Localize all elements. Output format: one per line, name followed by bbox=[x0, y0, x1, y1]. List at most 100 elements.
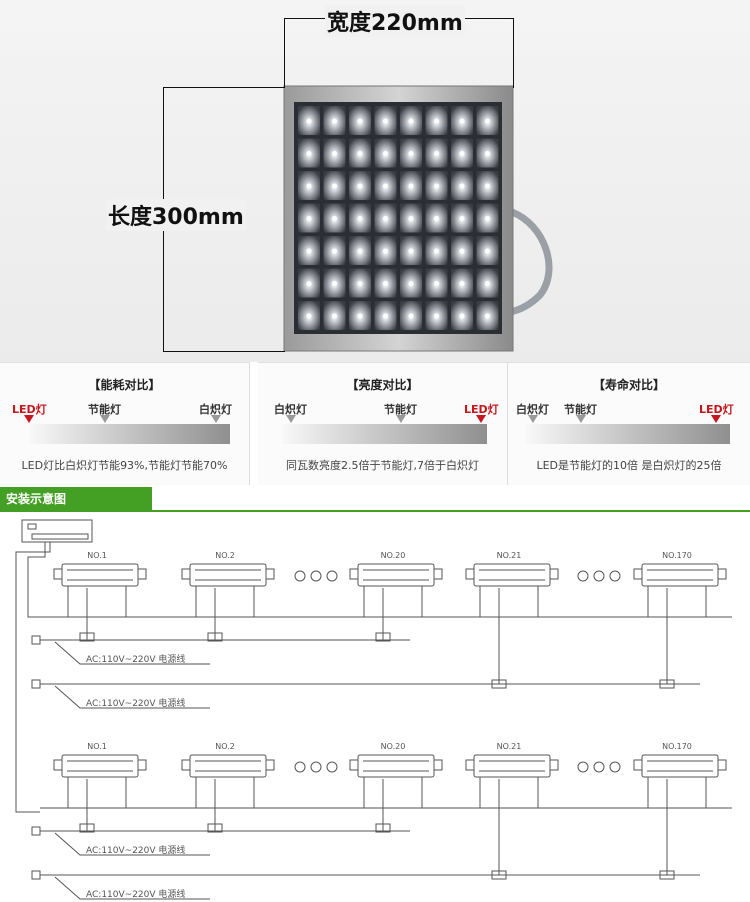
marker-triangle bbox=[576, 415, 586, 423]
signal-wire bbox=[705, 586, 732, 618]
led-chip bbox=[306, 313, 312, 319]
lamp-number: NO.21 bbox=[497, 742, 522, 751]
controller-indicator bbox=[27, 523, 37, 530]
ellipsis-dot bbox=[609, 761, 621, 773]
lamp-number: NO.21 bbox=[497, 551, 522, 560]
signal-wire bbox=[630, 586, 649, 618]
lamp-bracket bbox=[717, 759, 727, 771]
led-chip bbox=[357, 281, 363, 286]
led-chip bbox=[408, 248, 414, 254]
t-connector bbox=[207, 632, 223, 642]
led-chip bbox=[459, 313, 465, 319]
led-chip bbox=[383, 248, 388, 254]
gradient-bar bbox=[526, 424, 730, 444]
signal-wire bbox=[537, 586, 564, 618]
led-chip bbox=[485, 151, 490, 156]
lamp-number: NO.2 bbox=[215, 551, 235, 560]
gradient-bar bbox=[30, 424, 230, 444]
signal-wire bbox=[253, 777, 280, 809]
led-chip bbox=[357, 313, 363, 319]
comparison-title: 【寿命对比】 bbox=[592, 378, 665, 392]
signal-wire bbox=[537, 777, 564, 809]
led-chip bbox=[408, 313, 414, 319]
comparison-label: 白炽灯 bbox=[274, 403, 307, 416]
led-chip bbox=[357, 216, 363, 221]
led-chip bbox=[408, 216, 414, 221]
led-chip bbox=[383, 118, 388, 124]
energy-comparison: 【能耗对比】 LED灯 节能灯 白炽灯 LED灯比白炽灯节能93%,节能灯节能7… bbox=[0, 362, 250, 485]
install-diagram-header: 安装示意图 bbox=[0, 487, 152, 511]
power-label: AC:110V~220V 电源线 bbox=[86, 653, 185, 665]
wall-washer-lamp bbox=[189, 754, 267, 778]
ellipsis-dot bbox=[310, 761, 322, 773]
led-chip bbox=[332, 313, 337, 319]
plug-icon bbox=[31, 679, 41, 689]
led-chip bbox=[306, 281, 312, 286]
wall-washer-lamp bbox=[61, 563, 139, 587]
comparison-label: 节能灯 bbox=[384, 403, 417, 416]
led-chip bbox=[357, 248, 363, 254]
led-chip bbox=[383, 151, 388, 156]
lamp-bracket bbox=[349, 759, 359, 771]
wall-washer-lamp bbox=[473, 754, 551, 778]
comparison-note: 同瓦数亮度2.5倍于节能灯,7倍于白炽灯 bbox=[286, 459, 479, 472]
lamp-bracket bbox=[633, 568, 643, 580]
wall-washer-lamp bbox=[61, 754, 139, 778]
t-connector bbox=[79, 823, 95, 833]
lamp-bracket bbox=[265, 568, 275, 580]
wall-washer-lamp bbox=[189, 563, 267, 587]
ellipsis-dot bbox=[326, 570, 338, 582]
header-underline bbox=[0, 510, 750, 512]
led-chip bbox=[485, 118, 490, 124]
ellipsis-dot bbox=[310, 570, 322, 582]
lamp-bracket bbox=[717, 568, 727, 580]
signal-wire bbox=[178, 777, 197, 809]
plug-icon bbox=[31, 635, 41, 645]
signal-wire bbox=[178, 586, 197, 618]
led-chip bbox=[459, 248, 465, 254]
led-chip bbox=[357, 183, 363, 189]
led-chip bbox=[306, 183, 312, 189]
marker-triangle bbox=[476, 415, 486, 423]
lamp-number: NO.1 bbox=[87, 742, 107, 751]
leader-line bbox=[54, 641, 210, 665]
marker-triangle bbox=[24, 415, 34, 423]
comparison-label: 节能灯 bbox=[564, 403, 597, 416]
led-chip bbox=[357, 118, 363, 124]
led-chip bbox=[485, 281, 490, 286]
signal-wire bbox=[346, 777, 365, 809]
marker-triangle bbox=[211, 415, 221, 423]
led-chip bbox=[332, 281, 337, 286]
signal-wire bbox=[421, 777, 448, 809]
length-label: 长度300mm bbox=[106, 199, 246, 231]
led-chip bbox=[434, 216, 439, 221]
led-chip bbox=[408, 183, 414, 189]
signal-wire bbox=[125, 777, 152, 809]
led-chip bbox=[408, 151, 414, 156]
led-chip bbox=[383, 183, 388, 189]
led-chip bbox=[357, 151, 363, 156]
control-wire bbox=[15, 542, 51, 813]
plug-icon bbox=[31, 826, 41, 836]
marker-triangle bbox=[100, 415, 110, 423]
marker-triangle bbox=[528, 415, 538, 423]
lamp-bracket bbox=[181, 568, 191, 580]
t-connector bbox=[375, 823, 391, 833]
led-chip bbox=[485, 216, 490, 221]
lamp-bracket bbox=[265, 759, 275, 771]
wall-washer-lamp bbox=[357, 563, 435, 587]
ellipsis-dot bbox=[294, 570, 306, 582]
lamp-bracket bbox=[549, 759, 559, 771]
led-chip bbox=[306, 151, 312, 156]
led-chip bbox=[383, 281, 388, 286]
lamp-bracket bbox=[137, 759, 147, 771]
led-chip bbox=[306, 118, 312, 124]
led-chip bbox=[332, 183, 337, 189]
wall-washer-lamp bbox=[641, 563, 719, 587]
led-chip bbox=[459, 151, 465, 156]
signal-wire bbox=[630, 777, 649, 809]
lamp-number: NO.170 bbox=[662, 742, 692, 751]
led-chip bbox=[332, 118, 337, 124]
leader-line bbox=[54, 832, 210, 856]
